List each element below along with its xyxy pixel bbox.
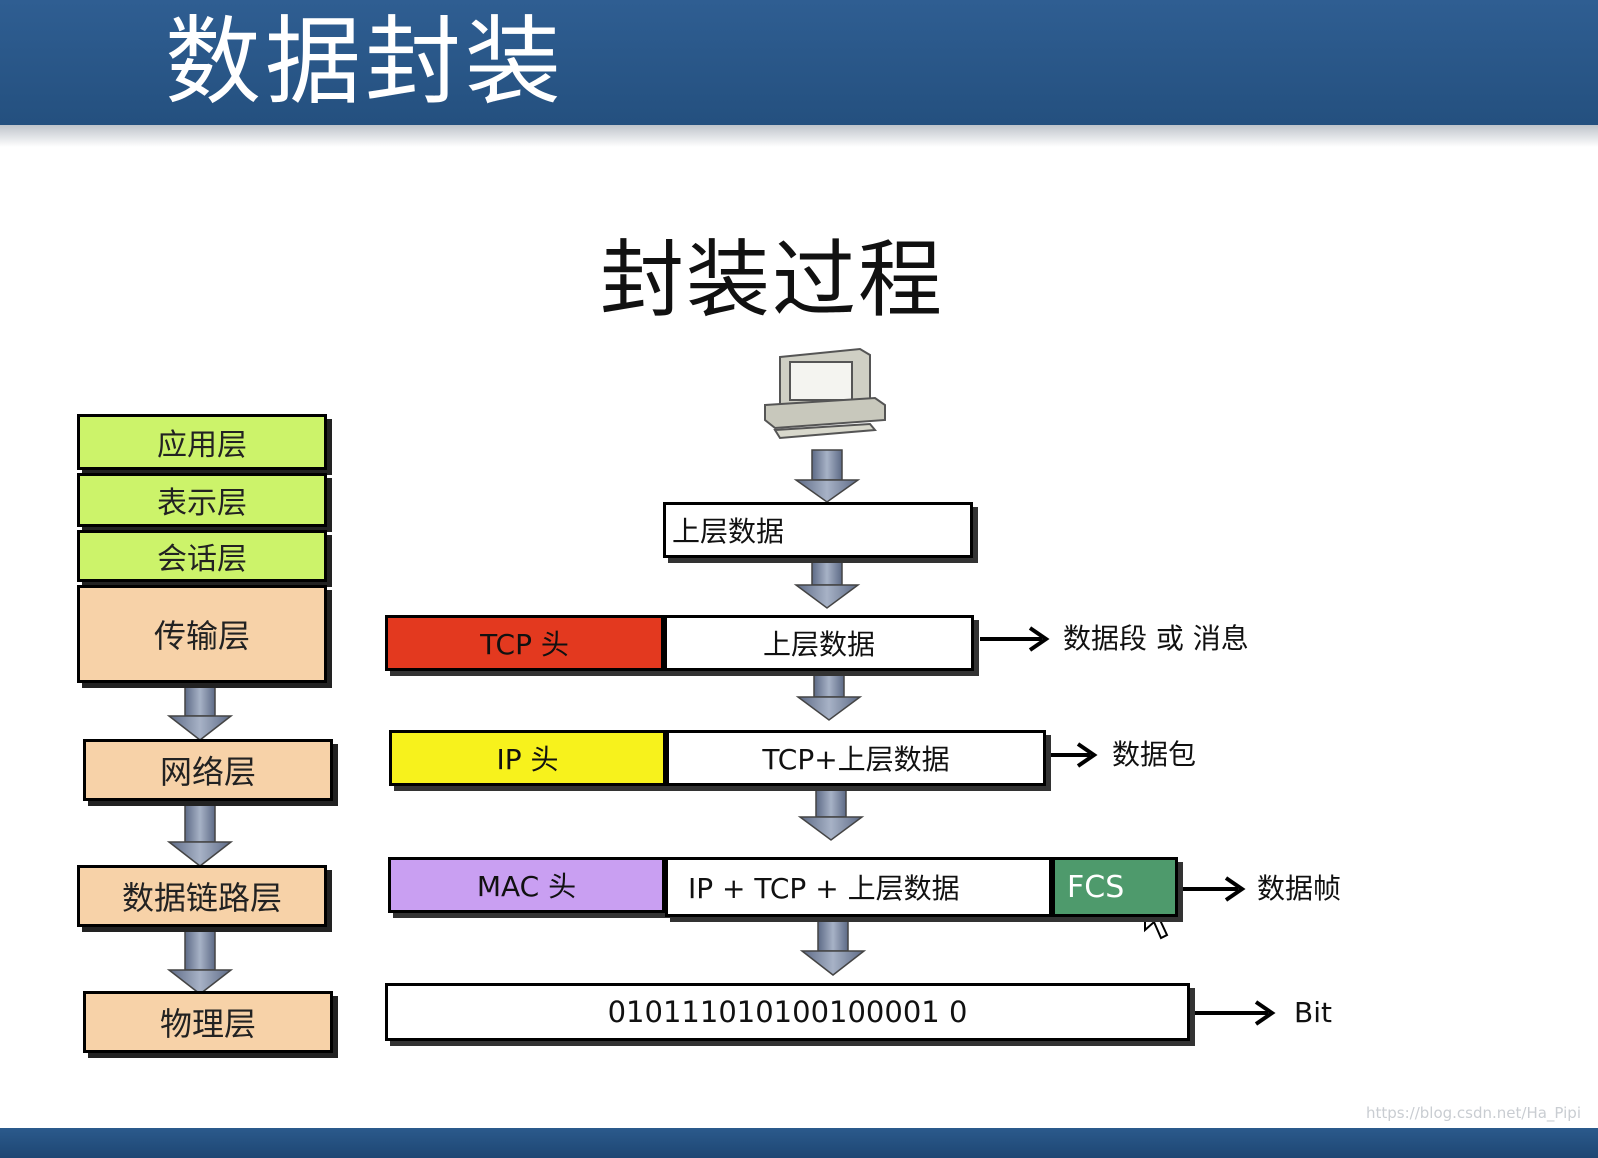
header-bar	[0, 0, 1598, 125]
bit-label: Bit	[1294, 996, 1332, 1029]
packet-data-box: TCP+上层数据	[666, 730, 1046, 786]
layer-network: 网络层	[83, 739, 333, 801]
frame-label: 数据帧	[1257, 872, 1342, 905]
fcs-box: FCS	[1052, 857, 1178, 917]
down-arrow	[793, 554, 861, 609]
layer-data-link: 数据链路层	[77, 865, 327, 927]
down-arrow	[797, 781, 865, 841]
tcp-header-box: TCP 头	[385, 615, 664, 671]
down-arrow	[795, 666, 863, 721]
down-arrow	[793, 449, 861, 503]
down-arrow	[166, 929, 234, 995]
segment-data-box: 上层数据	[664, 615, 974, 671]
down-arrow	[799, 912, 867, 976]
down-arrow	[166, 675, 234, 741]
frame-data-box: IP + TCP + 上层数据	[665, 857, 1052, 917]
slide-title: 数据封装	[165, 6, 565, 118]
layer-presentation: 表示层	[77, 473, 327, 527]
down-arrow	[166, 799, 234, 867]
layer-application: 应用层	[77, 414, 327, 470]
mac-header-box: MAC 头	[388, 857, 665, 913]
watermark: https://blog.csdn.net/Ha_Pipi	[1366, 1104, 1581, 1122]
segment-label: 数据段 或 消息	[1063, 622, 1249, 655]
diagram-title: 封装过程	[600, 231, 945, 329]
upper-data-box: 上层数据	[663, 502, 973, 558]
footer-bar	[0, 1128, 1598, 1158]
computer-icon	[764, 347, 886, 440]
layer-physical: 物理层	[83, 991, 333, 1053]
right-arrows	[980, 626, 1276, 1026]
layer-transport: 传输层	[77, 585, 327, 683]
bit-stream-box: 010111010100100001 0	[385, 983, 1190, 1041]
header-shadow	[0, 125, 1598, 147]
packet-label: 数据包	[1112, 738, 1197, 771]
layer-session: 会话层	[77, 530, 327, 582]
ip-header-box: IP 头	[389, 730, 666, 786]
